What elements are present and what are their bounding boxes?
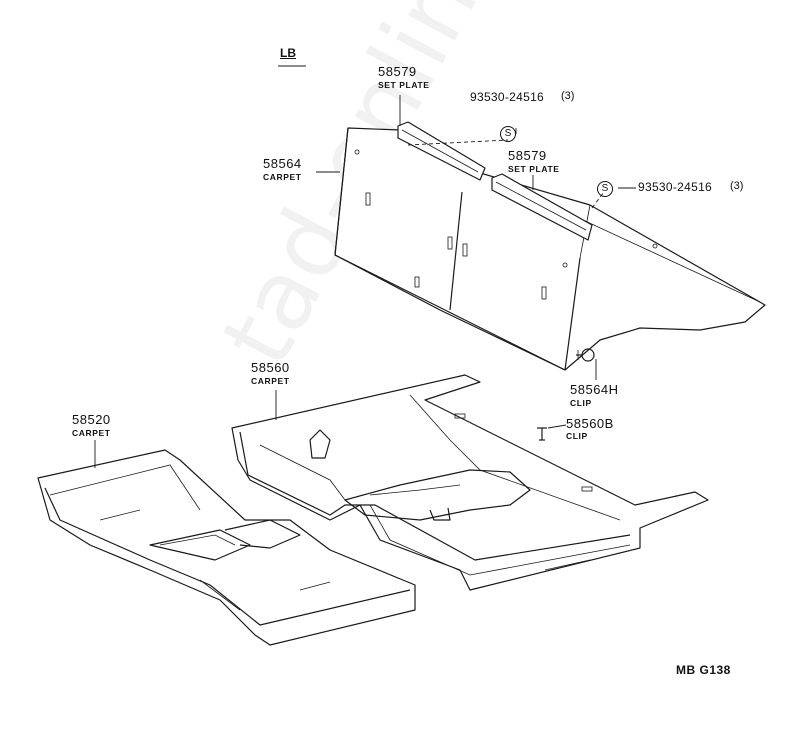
part-name-clip-58564h: CLIP (570, 398, 592, 408)
part-number-clip-58560b: 58560B (566, 416, 614, 431)
set-plate-drawing (397, 121, 593, 241)
screw-quantity-top: (3) (561, 90, 575, 102)
part-number-rear-seat-carpet: 58564 (263, 156, 302, 171)
figure-code: MB G138 (676, 663, 731, 677)
screw-quantity-right: (3) (730, 180, 744, 192)
part-number-set-plate-right: 58579 (508, 148, 547, 163)
variant-label: LB (280, 46, 296, 60)
screw-part-number-top: 93530-24516 (470, 90, 545, 104)
leader-lines (94, 65, 636, 468)
rear-floor-carpet-drawing (231, 374, 709, 591)
clip-58564h-drawing (576, 348, 595, 362)
part-number-rear-floor-carpet: 58560 (251, 360, 290, 375)
part-number-set-plate-left: 58579 (378, 64, 417, 79)
part-name-rear-floor-carpet: CARPET (251, 376, 290, 386)
part-name-rear-seat-carpet: CARPET (263, 172, 302, 182)
part-number-front-floor-carpet: 58520 (72, 412, 111, 427)
screw-part-number-right: 93530-24516 (638, 180, 713, 194)
part-name-clip-58560b: CLIP (566, 431, 588, 441)
part-name-front-floor-carpet: CARPET (72, 428, 111, 438)
front-floor-carpet-drawing (37, 449, 416, 646)
screw-s-icon: S (500, 126, 516, 142)
part-number-clip-58564h: 58564H (570, 382, 619, 397)
part-name-set-plate-right: SET PLATE (508, 164, 560, 174)
part-name-set-plate-left: SET PLATE (378, 80, 430, 90)
screw-s-icon-right: S (597, 181, 613, 197)
clip-58560b-drawing (537, 427, 547, 441)
